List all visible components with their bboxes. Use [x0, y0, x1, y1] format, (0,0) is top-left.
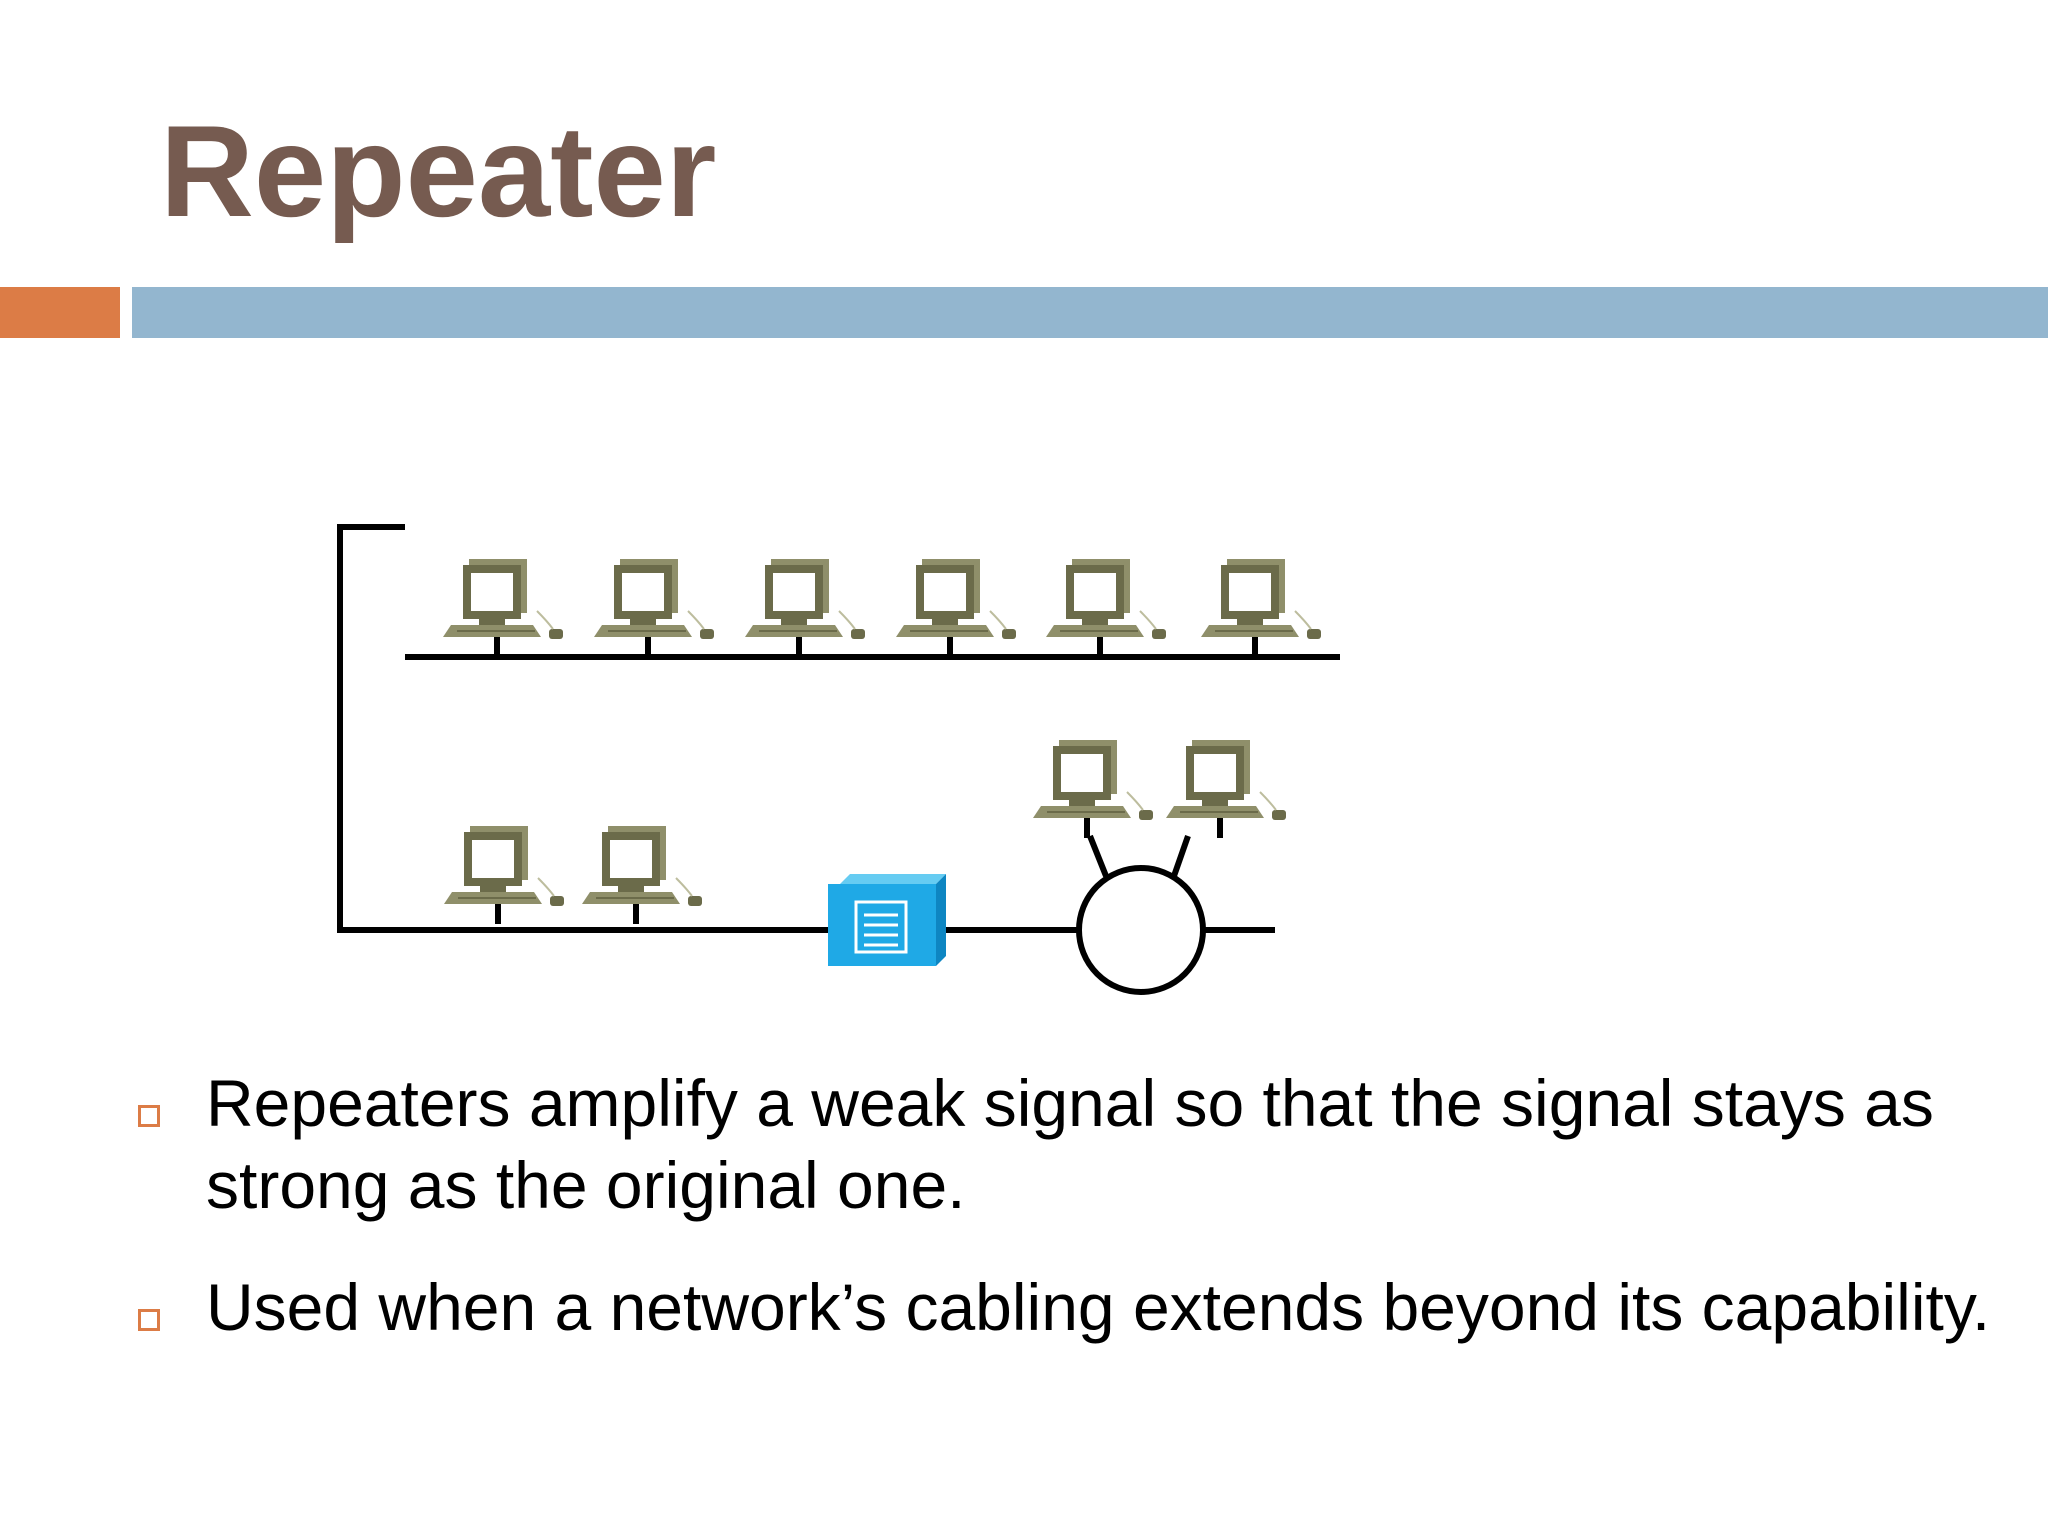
workstation-icon — [593, 558, 715, 658]
bullet-text: Repeaters amplify a weak signal so that … — [206, 1066, 1934, 1222]
bullet-item: Used when a network’s cabling extends be… — [132, 1266, 1992, 1348]
bullet-list: Repeaters amplify a weak signal so that … — [132, 1062, 1992, 1388]
square-bullet-icon — [138, 1105, 160, 1127]
workstation-icon — [1200, 558, 1322, 658]
hub-icon — [1076, 865, 1206, 995]
workstation-icon — [443, 825, 565, 925]
workstation-icon — [1032, 739, 1154, 839]
bullet-item: Repeaters amplify a weak signal so that … — [132, 1062, 1992, 1226]
repeater-icon — [828, 874, 946, 966]
workstation-icon — [895, 558, 1017, 658]
workstation-icon — [1165, 739, 1287, 839]
accent-bar-blue — [132, 287, 2048, 338]
square-bullet-icon — [138, 1309, 160, 1331]
workstation-icon — [744, 558, 866, 658]
workstation-icon — [442, 558, 564, 658]
bullet-text: Used when a network’s cabling extends be… — [206, 1270, 1991, 1344]
cable-vertical — [337, 524, 830, 933]
workstation-icon — [581, 825, 703, 925]
workstation-icon — [1045, 558, 1167, 658]
accent-bar-orange — [0, 287, 120, 338]
slide-title: Repeater — [160, 98, 717, 244]
